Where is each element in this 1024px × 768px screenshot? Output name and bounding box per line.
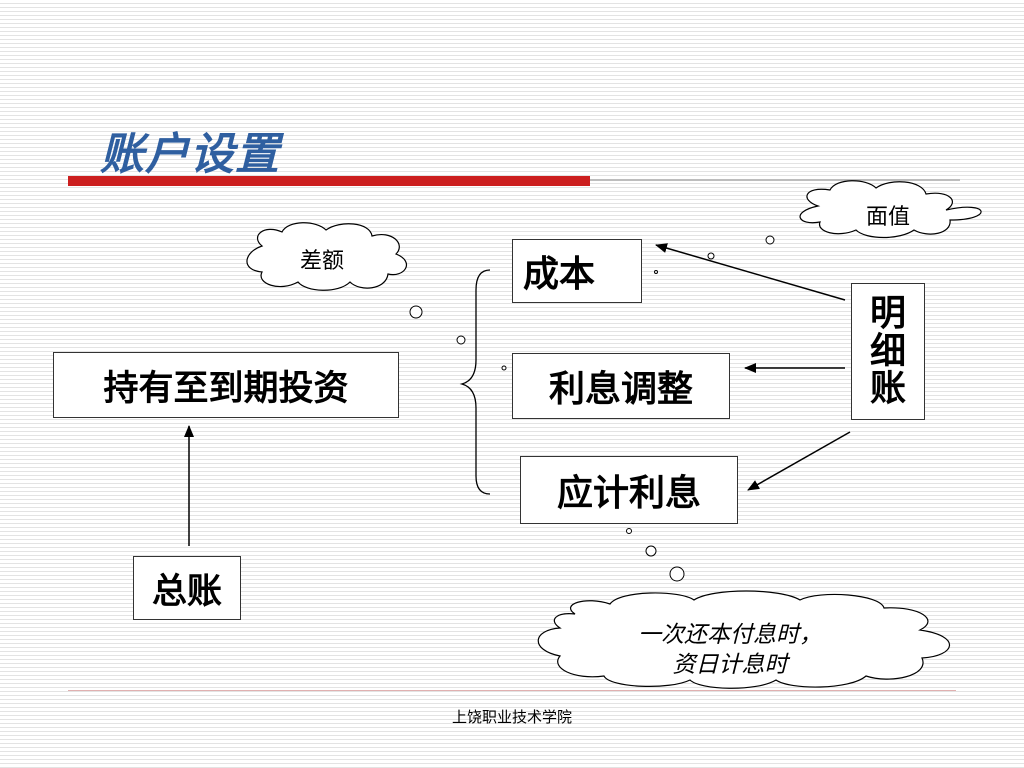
thought-bubble-dot (765, 235, 775, 245)
footer-text: 上饶职业技术学院 (451, 708, 572, 726)
title-underline-red (68, 176, 590, 186)
arrow-detail-to-cost (655, 243, 846, 301)
thought-bubble-dot (645, 545, 657, 557)
detail-ledger-box: 明 细 账 (851, 283, 925, 420)
thought-bubble-dot (501, 365, 507, 371)
detail-ledger-char: 细 (869, 330, 906, 372)
face-value-label: 面值 (865, 205, 910, 230)
arrow-detail-to-accrued (747, 431, 851, 491)
accrued-interest-box: 应计利息 (520, 456, 738, 524)
difference-label: 差额 (299, 249, 344, 274)
detail-ledger-char: 账 (869, 368, 906, 410)
detail-ledger-char: 明 (869, 292, 906, 334)
lump-sum-line-2: 资日计息时 (672, 652, 788, 678)
interest-adjustment-box: 利息调整 (512, 353, 730, 419)
slide-title: 账户设置 (100, 129, 280, 180)
cost-box: 成本 (512, 239, 642, 303)
thought-bubble-dot (654, 270, 658, 274)
title-underline-gray (590, 179, 960, 181)
footer-divider (68, 690, 956, 691)
thought-bubble-dot (707, 252, 715, 260)
thought-bubble-dot (669, 566, 685, 582)
held-to-maturity-box: 持有至到期投资 (53, 352, 399, 418)
thought-bubble-dot (409, 305, 423, 319)
thought-bubble-dot (626, 528, 632, 534)
lump-sum-label: 一次还本付息时， 资日计息时 (560, 620, 900, 680)
general-ledger-box: 总账 (133, 556, 241, 620)
lump-sum-line-1: 一次还本付息时， (638, 622, 822, 648)
curly-brace (459, 269, 491, 495)
thought-bubble-dot (456, 335, 466, 345)
